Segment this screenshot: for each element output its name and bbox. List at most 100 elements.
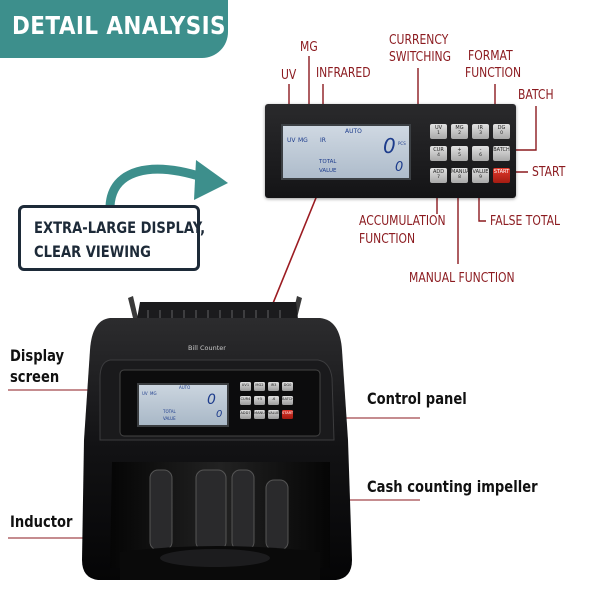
zoom-key-label: CUR <box>433 147 444 153</box>
machine-key-label: BATCH <box>282 397 294 401</box>
page-title: DETAIL ANALYSIS <box>12 11 226 40</box>
label-cash-counting-impeller: Cash counting impeller <box>367 477 538 496</box>
machine-key-label: + <box>256 397 260 401</box>
label-format-function-1: FORMAT <box>468 48 513 64</box>
machine-key-number: 3 <box>274 383 277 387</box>
label-false-total: FALSE TOTAL <box>490 213 560 229</box>
machine-lcd-uv: UV <box>142 391 148 396</box>
machine-key-label: UV <box>241 383 247 387</box>
lcd-indicator-ir: IR <box>320 137 326 144</box>
callout-line-1: EXTRA-LARGE DISPLAY, <box>34 218 206 237</box>
header-banner: DETAIL ANALYSIS <box>0 0 228 58</box>
zoom-key-number: 9 <box>479 175 482 180</box>
machine-lcd-sub-value: 0 <box>216 409 223 420</box>
machine-key-number: 6 <box>273 397 276 401</box>
label-currency-switching-1: CURRENCY <box>389 32 449 48</box>
machine-key-add[interactable]: ADD7 <box>240 410 251 419</box>
zoom-key-number: 4 <box>437 153 440 158</box>
zoom-key-label: IR <box>478 125 483 131</box>
lcd-indicator-uv: UV <box>287 137 296 144</box>
zoom-key-number: 3 <box>479 131 482 136</box>
label-start: START <box>532 164 566 180</box>
label-display-screen-1: Display <box>10 346 65 365</box>
machine-key-label: CUR <box>240 397 249 401</box>
zoom-key-label: MANUAL <box>451 169 473 175</box>
machine-key-value[interactable]: VALUE9 <box>268 410 282 419</box>
arrow-head-icon <box>194 160 228 200</box>
lcd-mode-auto: AUTO <box>345 128 362 135</box>
machine-key-number: 4 <box>248 397 251 401</box>
label-uv: UV <box>281 67 297 83</box>
machine-key-number: 0 <box>289 383 292 387</box>
machine-key-plus[interactable]: +5 <box>254 396 265 405</box>
machine-lcd-display: UV MG AUTO 0 TOTAL VALUE 0 <box>137 383 229 427</box>
callout-line-2: CLEAR VIEWING <box>34 242 151 261</box>
zoom-key-minus[interactable]: -6 <box>472 146 489 161</box>
zoom-key-number: 0 <box>500 131 503 136</box>
lcd-sub-value: 0 <box>395 160 404 175</box>
zoom-key-number: 6 <box>479 153 482 158</box>
zoom-key-label: MG <box>455 125 464 131</box>
machine-key-batch[interactable]: BATCH <box>282 396 294 405</box>
machine-key-number: 2 <box>261 383 264 387</box>
machine-key-dg[interactable]: DG0 <box>282 382 293 391</box>
machine-key-label: ADD <box>240 411 249 415</box>
machine-lcd-mode: AUTO <box>179 385 191 390</box>
lcd-unit: PCS <box>398 141 406 146</box>
machine-key-mg[interactable]: MG2 <box>254 382 265 391</box>
label-inductor: Inductor <box>10 512 73 531</box>
label-manual-function: MANUAL FUNCTION <box>409 270 515 286</box>
label-display-screen-2: screen <box>10 367 60 386</box>
machine-key-label: VALUE <box>268 411 280 415</box>
machine-key-label: MG <box>255 383 262 387</box>
machine-lcd-main-value: 0 <box>207 392 216 408</box>
zoom-key-label: + <box>457 147 462 153</box>
machine-key-ir[interactable]: IR3 <box>268 382 279 391</box>
zoom-key-number: 8 <box>458 175 461 180</box>
zoom-key-start[interactable]: START <box>493 168 510 183</box>
machine-key-label: DG <box>283 383 290 387</box>
machine-key-number: 1 <box>246 383 250 387</box>
label-infrared: INFRARED <box>316 65 371 81</box>
zoom-key-number: 1 <box>437 131 440 136</box>
zoom-key-label: ADD <box>432 169 445 175</box>
label-format-function-2: FUNCTION <box>465 65 522 81</box>
zoom-key-number: 5 <box>458 153 461 158</box>
zoom-key-label: DG <box>497 125 506 131</box>
label-mg: MG <box>300 39 318 55</box>
machine-lcd-value: VALUE <box>163 416 176 421</box>
machine-key-label: START <box>282 411 294 415</box>
zoom-key-label: - <box>479 147 482 153</box>
feature-callout: EXTRA-LARGE DISPLAY, CLEAR VIEWING <box>18 205 206 271</box>
machine-lcd-mg: MG <box>150 391 157 396</box>
machine-key-number: 9 <box>279 411 282 415</box>
lcd-main-value: 0 <box>383 134 396 158</box>
zoom-key-plus[interactable]: +5 <box>451 146 468 161</box>
machine-key-start[interactable]: START <box>282 410 293 419</box>
label-accumulation-function-1: ACCUMULATION <box>359 213 446 229</box>
lcd-indicator-mg: MG <box>298 137 308 144</box>
lcd-total-label: TOTAL <box>319 159 337 165</box>
machine-key-label: - <box>271 397 273 401</box>
curved-arrow-icon <box>105 164 210 211</box>
machine-brand-plate: Bill Counter <box>188 344 226 352</box>
label-batch: BATCH <box>518 87 554 103</box>
machine-lcd-total: TOTAL <box>163 409 176 414</box>
machine-key-minus[interactable]: -6 <box>268 396 279 405</box>
machine-key-number: 7 <box>248 411 251 415</box>
zoom-key-batch[interactable]: BATCH <box>493 146 510 161</box>
machine-key-uv[interactable]: UV1 <box>240 382 251 391</box>
zoom-key-label: START <box>493 169 510 175</box>
machine-key-cur[interactable]: CUR4 <box>240 396 251 405</box>
